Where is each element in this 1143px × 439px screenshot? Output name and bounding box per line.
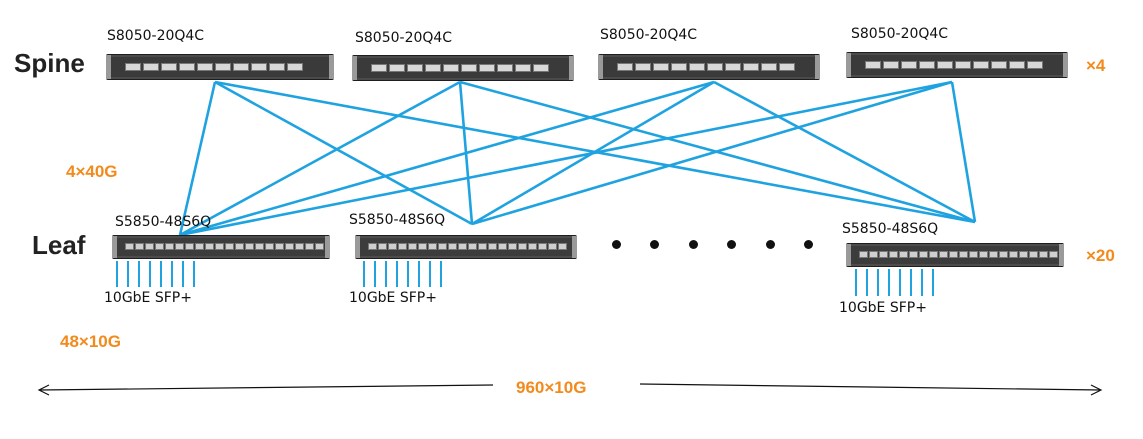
spine-tier-label: Spine (14, 48, 85, 78)
spine-switch (106, 54, 334, 80)
link (178, 81, 217, 236)
link (950, 81, 977, 223)
leaf-port-label: 10GbE SFP+ (104, 290, 192, 306)
downlink-label: 48×10G (60, 332, 121, 351)
ellipsis-dot (612, 240, 621, 249)
spine-switch-model: S8050-20Q4C (600, 27, 698, 43)
link (713, 80, 976, 224)
spine-switch-model: S8050-20Q4C (107, 28, 205, 44)
leaf-switch-model: S5850-48S6Q (349, 212, 446, 228)
link (179, 80, 461, 237)
arrow-right-head (1090, 384, 1103, 396)
leaf-switch-model: S5850-48S6Q (842, 221, 939, 237)
spine-switch-model: S8050-20Q4C (355, 30, 453, 46)
total-capacity-label: 960×10G (516, 378, 587, 397)
leaf-count-label: ×20 (1086, 246, 1115, 265)
uplink-label: 4×40G (66, 162, 118, 181)
spine-switch (352, 55, 574, 81)
arrow-left-line (39, 384, 494, 391)
link (179, 80, 953, 237)
leaf-port-label: 10GbE SFP+ (839, 300, 927, 316)
spine-count-label: ×4 (1086, 56, 1106, 75)
spine-switch (846, 52, 1068, 78)
leaf-port-label: 10GbE SFP+ (349, 290, 437, 306)
link (214, 80, 473, 226)
leaf-switch (846, 243, 1064, 267)
arrow-left-head (37, 384, 50, 396)
spine-switch (598, 54, 820, 80)
link (179, 80, 715, 237)
ellipsis-dot (766, 240, 775, 249)
leaf-switch (112, 235, 330, 259)
ellipsis-dot (650, 240, 659, 249)
leaf-switch-model: S5850-48S6Q (115, 214, 212, 230)
leaf-switch (355, 235, 577, 259)
ellipsis-dot (804, 240, 813, 249)
link (471, 80, 953, 226)
ellipsis-dot (727, 240, 736, 249)
ellipsis-dot (689, 240, 698, 249)
spine-switch-model: S8050-20Q4C (851, 26, 949, 42)
leaf-tier-label: Leaf (32, 230, 86, 260)
arrow-right-line (639, 383, 1101, 391)
